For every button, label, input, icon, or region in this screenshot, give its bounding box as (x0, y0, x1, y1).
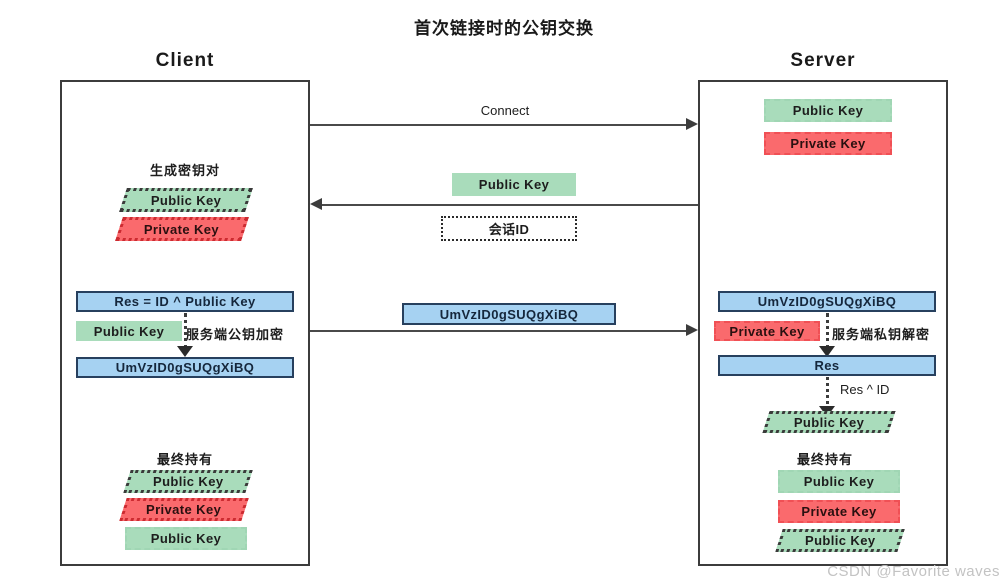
server-final-label: 最终持有 (796, 452, 853, 467)
publickey-arrowhead-icon (310, 198, 322, 210)
connect-arrowhead-icon (686, 118, 698, 130)
server-final-private-key-label: Private Key (801, 504, 877, 519)
server-own-private-key: Private Key (764, 132, 892, 155)
client-encrypt-key-box: Public Key (76, 321, 182, 341)
transfer-cipher-label: UmVzID0gSUQgXiBQ (439, 306, 579, 322)
client-final-peer-public-key-label: Public Key (150, 531, 222, 546)
server-final-public-key: Public Key (778, 470, 900, 493)
server-final-public-key-label: Public Key (803, 474, 875, 489)
server-decrypt-flow-line (826, 313, 829, 349)
client-encrypt-key-label: Public Key (93, 323, 165, 339)
client-cipher-result-label: UmVzID0gSUQgXiBQ (115, 360, 255, 375)
server-own-public-key: Public Key (764, 99, 892, 122)
session-id-box: 会话ID (441, 216, 577, 241)
server-decrypt-note: 服务端私钥解密 (832, 327, 931, 342)
client-final-label: 最终持有 (156, 452, 213, 467)
transfer-public-key-label: Public Key (478, 177, 550, 192)
client-encrypt-note: 服务端公钥加密 (186, 327, 285, 342)
server-recovered-public-key-label: Public Key (793, 414, 865, 430)
client-res-expression-label: Res = ID ^ Public Key (114, 294, 256, 309)
publickey-arrow-line (322, 204, 698, 206)
server-xor-flow-line (826, 377, 829, 410)
server-decrypt-key-box: Private Key (714, 321, 820, 341)
client-final-public-key-label: Public Key (152, 474, 224, 489)
client-column-header: Client (155, 50, 215, 71)
connect-label: Connect (480, 103, 530, 118)
server-cipher-in-label: UmVzID0gSUQgXiBQ (757, 294, 897, 309)
transfer-public-key-box: Public Key (452, 173, 576, 196)
server-decrypt-key-label: Private Key (729, 323, 805, 339)
client-encrypt-flow-arrowhead-icon (177, 346, 193, 357)
server-xor-note: Res ^ ID (840, 382, 890, 397)
server-final-private-key: Private Key (778, 500, 900, 523)
client-final-private-key: Private Key (119, 498, 249, 521)
transfer-cipher-box: UmVzID0gSUQgXiBQ (402, 303, 616, 325)
client-res-expression-box: Res = ID ^ Public Key (76, 291, 294, 312)
server-recovered-public-key: Public Key (762, 411, 896, 433)
server-res-box: Res (718, 355, 936, 376)
server-own-private-key-label: Private Key (790, 136, 866, 151)
page-title: 首次链接时的公钥交换 (414, 19, 594, 38)
server-own-public-key-label: Public Key (792, 103, 864, 118)
client-encrypt-flow-line (184, 313, 187, 349)
server-res-label: Res (814, 358, 840, 373)
connect-arrow-line (310, 124, 688, 126)
client-final-peer-public-key: Public Key (125, 527, 247, 550)
client-generated-private-key: Private Key (115, 217, 249, 241)
server-final-peer-public-key-label: Public Key (804, 533, 876, 548)
server-column-header: Server (790, 50, 856, 71)
session-id-label: 会话ID (488, 222, 530, 237)
server-cipher-in-box: UmVzID0gSUQgXiBQ (718, 291, 936, 312)
watermark: CSDN @Favorite waves (827, 563, 1000, 580)
server-decrypt-flow-arrowhead-icon (819, 346, 835, 357)
client-final-private-key-label: Private Key (146, 502, 222, 517)
client-final-public-key: Public Key (123, 470, 253, 493)
server-final-peer-public-key: Public Key (775, 529, 905, 552)
client-generated-public-key: Public Key (119, 188, 253, 212)
cipher-arrow-line (310, 330, 688, 332)
client-generated-public-key-label: Public Key (150, 192, 222, 208)
client-generate-label: 生成密钥对 (149, 163, 220, 178)
client-cipher-result-box: UmVzID0gSUQgXiBQ (76, 357, 294, 378)
cipher-arrowhead-icon (686, 324, 698, 336)
client-generated-private-key-label: Private Key (144, 221, 220, 237)
